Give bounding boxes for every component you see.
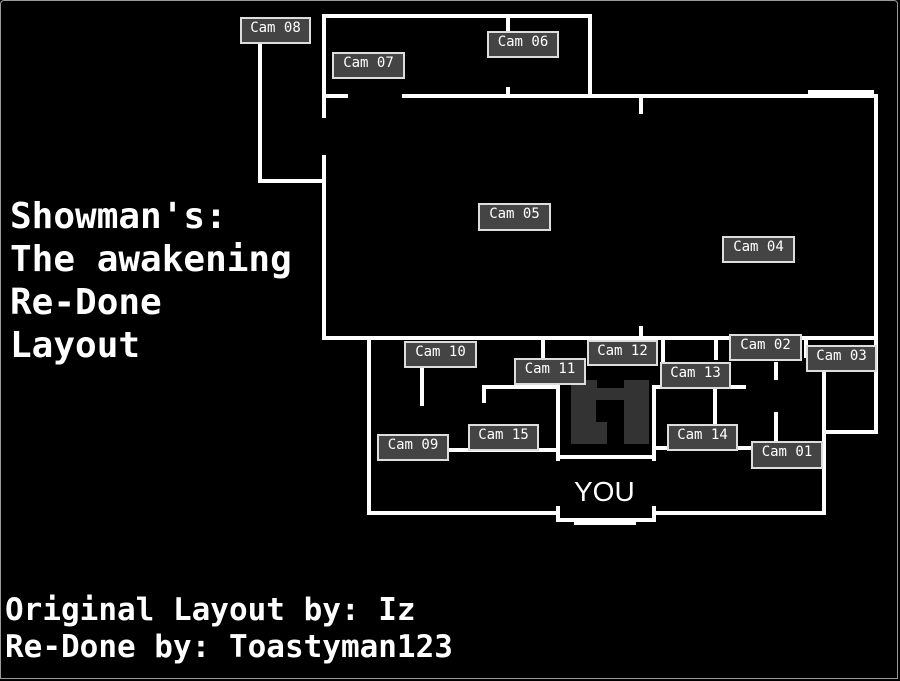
cam-09-button[interactable]: Cam 09 (377, 434, 449, 461)
credit-original: Original Layout by: Iz (5, 592, 416, 628)
cam-13-button[interactable]: Cam 13 (660, 362, 731, 389)
cam-05-button[interactable]: Cam 05 (478, 203, 551, 231)
cam-11-button[interactable]: Cam 11 (514, 358, 586, 385)
cam-08-button[interactable]: Cam 08 (240, 17, 311, 44)
you-label: YOU (574, 476, 635, 507)
cam-14-button[interactable]: Cam 14 (667, 424, 738, 451)
credits: Original Layout by: Iz Re-Done by: Toast… (5, 592, 453, 666)
cam-02-button[interactable]: Cam 02 (729, 334, 802, 361)
cam-06-button[interactable]: Cam 06 (487, 31, 559, 58)
cam-01-button[interactable]: Cam 01 (751, 441, 823, 469)
title-line-4: Layout (10, 325, 141, 366)
cam-07-button[interactable]: Cam 07 (332, 52, 405, 79)
cam-03-button[interactable]: Cam 03 (806, 345, 877, 372)
vent-gap (597, 380, 624, 388)
vent-shape (571, 380, 649, 444)
cam-04-button[interactable]: Cam 04 (722, 236, 795, 263)
page-title: Showman's: The awakening Re-Done Layout (10, 195, 292, 367)
cam-10-button[interactable]: Cam 10 (404, 341, 477, 368)
title-line-2: The awakening (10, 239, 292, 280)
title-line-1: Showman's: (10, 196, 227, 237)
cam-12-button[interactable]: Cam 12 (587, 340, 658, 366)
credit-redone: Re-Done by: Toastyman123 (5, 629, 453, 665)
cam-15-button[interactable]: Cam 15 (468, 424, 539, 451)
title-line-3: Re-Done (10, 282, 162, 323)
